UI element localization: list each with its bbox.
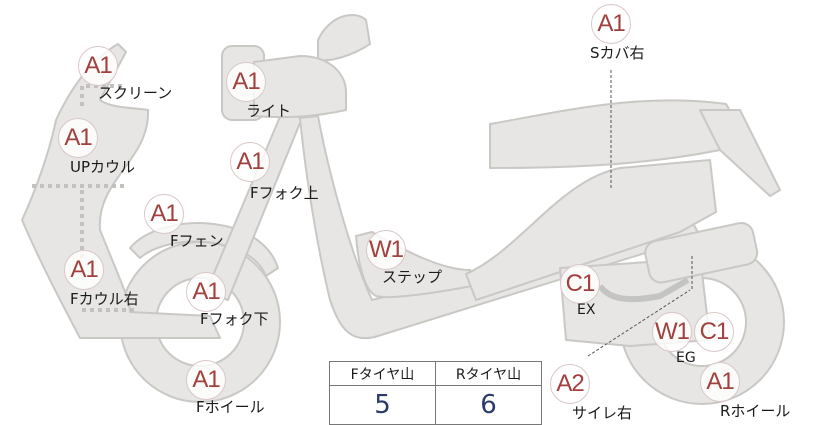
part-label: サイレ右 bbox=[572, 404, 633, 422]
front-tread-value: 5 bbox=[329, 385, 436, 425]
grade-badge: A1 bbox=[64, 250, 104, 290]
part-label: EX bbox=[577, 302, 596, 318]
ex-pipe-bend bbox=[597, 277, 690, 303]
tire-tread-table: Fタイヤ山 Rタイヤ山 5 6 bbox=[329, 361, 542, 425]
leader-silencer bbox=[587, 289, 691, 357]
part-label: Fフォク上 bbox=[250, 184, 319, 202]
grade-badge: A1 bbox=[186, 360, 226, 400]
grade-badge: A1 bbox=[700, 362, 740, 402]
mirror-shape bbox=[317, 13, 371, 62]
floor-frame-shape bbox=[299, 115, 701, 340]
part-label: Fフェン bbox=[170, 232, 224, 250]
grade-badge: W1 bbox=[652, 312, 692, 352]
part-label: ライト bbox=[246, 102, 292, 120]
side-body-shape bbox=[465, 159, 717, 301]
exhaust-shape bbox=[644, 222, 759, 284]
grade-badge: C1 bbox=[560, 264, 600, 304]
grade-badge: A1 bbox=[230, 142, 270, 182]
part-label: ステップ bbox=[382, 268, 443, 286]
part-label: Fフォク下 bbox=[200, 310, 269, 328]
part-label: Fホイール bbox=[196, 398, 265, 416]
grade-badge: A1 bbox=[144, 194, 184, 234]
grade-badge: A1 bbox=[78, 46, 118, 86]
grade-badge: A1 bbox=[186, 272, 226, 312]
front-tread-header: Fタイヤ山 bbox=[329, 361, 436, 386]
part-label: Fカウル右 bbox=[70, 290, 139, 308]
rear-tread-value: 6 bbox=[435, 385, 542, 425]
grade-badge: W1 bbox=[366, 230, 406, 270]
grade-badge: A1 bbox=[591, 4, 631, 44]
seam-screen bbox=[80, 84, 126, 106]
part-label: UPカウル bbox=[70, 158, 136, 176]
part-label: Sカバ右 bbox=[590, 44, 645, 62]
grade-badge: C1 bbox=[694, 312, 734, 352]
part-label: Rホイール bbox=[720, 402, 791, 420]
handlebar-shape bbox=[253, 55, 347, 119]
grade-badge: A2 bbox=[550, 364, 590, 404]
part-label: EG bbox=[676, 350, 696, 366]
part-label: スクリーン bbox=[98, 84, 173, 102]
grade-badge: A1 bbox=[58, 118, 98, 158]
grade-badge: A1 bbox=[226, 62, 266, 102]
rear-tread-header: Rタイヤ山 bbox=[435, 361, 542, 386]
rear-tail-shape bbox=[699, 109, 781, 197]
